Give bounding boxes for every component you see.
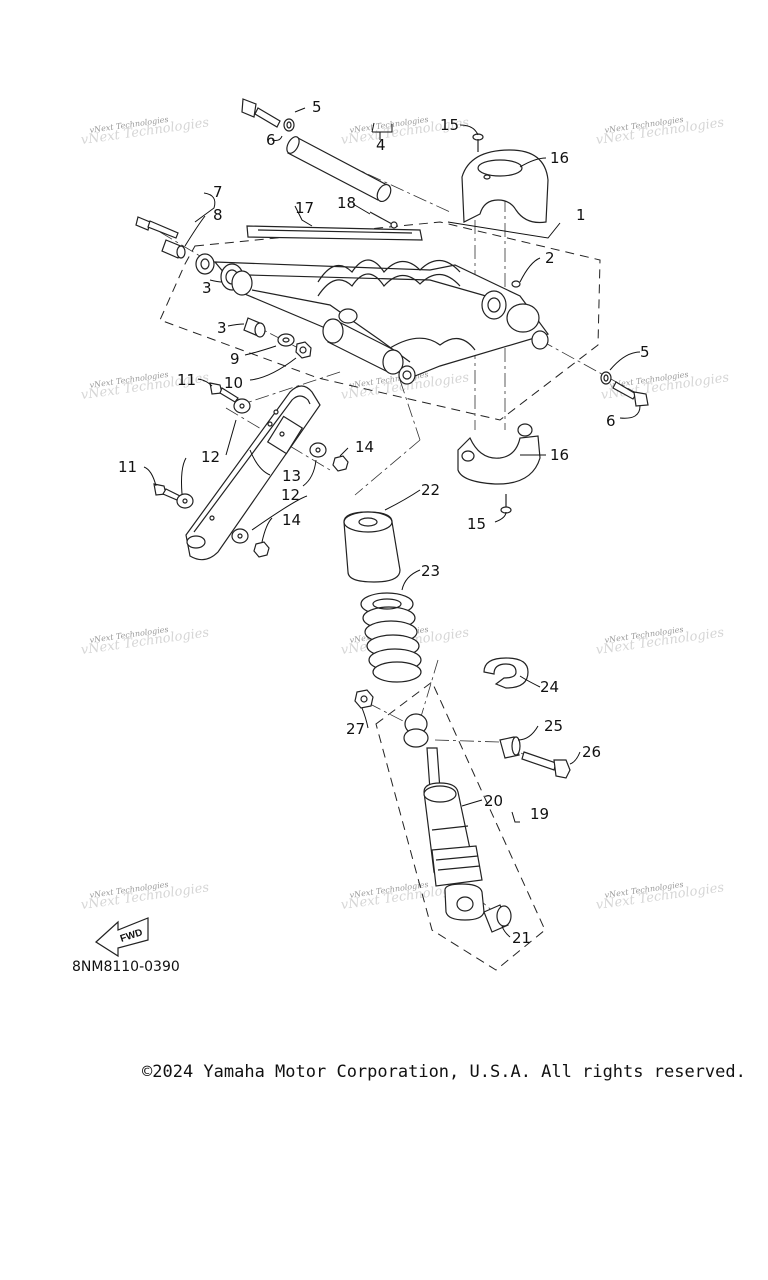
diagram-code: 8NM8110-0390 bbox=[72, 959, 180, 975]
bolt-6-right bbox=[612, 381, 649, 407]
callout-13: 13 bbox=[282, 467, 301, 485]
callout-20: 20 bbox=[484, 792, 503, 810]
screw-15-upper bbox=[472, 133, 484, 152]
callout-1: 1 bbox=[576, 206, 586, 224]
fitting-2 bbox=[511, 280, 521, 288]
callout-16: 16 bbox=[550, 446, 569, 464]
callout-15: 15 bbox=[467, 515, 486, 533]
callout-15: 15 bbox=[440, 116, 459, 134]
cover-16-lower bbox=[457, 423, 541, 485]
collar-21 bbox=[483, 904, 512, 933]
callout-3: 3 bbox=[202, 279, 212, 297]
pivot-shaft bbox=[286, 136, 392, 203]
pin-18 bbox=[369, 211, 398, 229]
bolt-7 bbox=[135, 216, 179, 239]
callout-12: 12 bbox=[281, 486, 300, 504]
callout-7: 7 bbox=[213, 183, 223, 201]
callout-14: 14 bbox=[355, 438, 374, 456]
callout-22: 22 bbox=[421, 481, 440, 499]
callout-2: 2 bbox=[545, 249, 555, 267]
washer-5-right bbox=[600, 371, 612, 385]
callout-3: 3 bbox=[217, 319, 227, 337]
bolt-11-upper bbox=[209, 382, 239, 403]
callout-18: 18 bbox=[337, 194, 356, 212]
collar-25 bbox=[499, 736, 521, 759]
callout-11: 11 bbox=[177, 371, 196, 389]
callout-21: 21 bbox=[512, 929, 531, 947]
nut-10 bbox=[295, 341, 312, 359]
bump-stop-22 bbox=[343, 511, 401, 583]
callout-25: 25 bbox=[544, 717, 563, 735]
callout-5: 5 bbox=[312, 98, 322, 116]
washer-12-lower bbox=[176, 442, 327, 544]
spring-seat-24 bbox=[483, 657, 529, 689]
washer-9 bbox=[277, 333, 295, 347]
assembly-outline-1 bbox=[159, 221, 601, 421]
screw-15-lower bbox=[500, 494, 512, 514]
callout-12: 12 bbox=[201, 448, 220, 466]
callout-4: 4 bbox=[376, 136, 386, 154]
slide-rail-17 bbox=[246, 225, 423, 241]
nut-14 bbox=[253, 455, 349, 558]
collar-8 bbox=[161, 239, 186, 259]
callout-8: 8 bbox=[213, 206, 223, 224]
cover-16-upper bbox=[461, 149, 549, 224]
collar-3-lower bbox=[243, 317, 266, 338]
callout-19: 19 bbox=[530, 805, 549, 823]
callout-5: 5 bbox=[640, 343, 650, 361]
bolt-6-top bbox=[241, 98, 295, 132]
callout-16: 16 bbox=[550, 149, 569, 167]
callout-24: 24 bbox=[540, 678, 559, 696]
link-plate-13 bbox=[185, 385, 321, 561]
assembly-outline-19 bbox=[375, 681, 546, 971]
callout-numbers: 1 2 3 3 4 5 5 6 6 7 8 9 10 11 11 12 12 1… bbox=[118, 98, 650, 947]
nut-27 bbox=[354, 689, 374, 709]
swing-arm-assembly bbox=[195, 253, 549, 385]
copyright-notice: ©2024 Yamaha Motor Corporation, U.S.A. A… bbox=[142, 1062, 746, 1082]
callout-10: 10 bbox=[224, 374, 243, 392]
callout-6: 6 bbox=[606, 412, 616, 430]
callout-9: 9 bbox=[230, 350, 240, 368]
bolt-11-lower bbox=[153, 483, 181, 501]
fwd-direction-arrow: FWD bbox=[95, 917, 149, 958]
callout-23: 23 bbox=[421, 562, 440, 580]
washer-12-upper bbox=[233, 398, 251, 414]
callout-17: 17 bbox=[295, 199, 314, 217]
callout-26: 26 bbox=[582, 743, 601, 761]
callout-11: 11 bbox=[118, 458, 137, 476]
spring-23 bbox=[360, 592, 422, 683]
callout-14: 14 bbox=[282, 511, 301, 529]
callout-27: 27 bbox=[346, 720, 365, 738]
bolt-26 bbox=[521, 751, 571, 779]
callout-6: 6 bbox=[266, 131, 276, 149]
leader-lines bbox=[143, 107, 641, 938]
